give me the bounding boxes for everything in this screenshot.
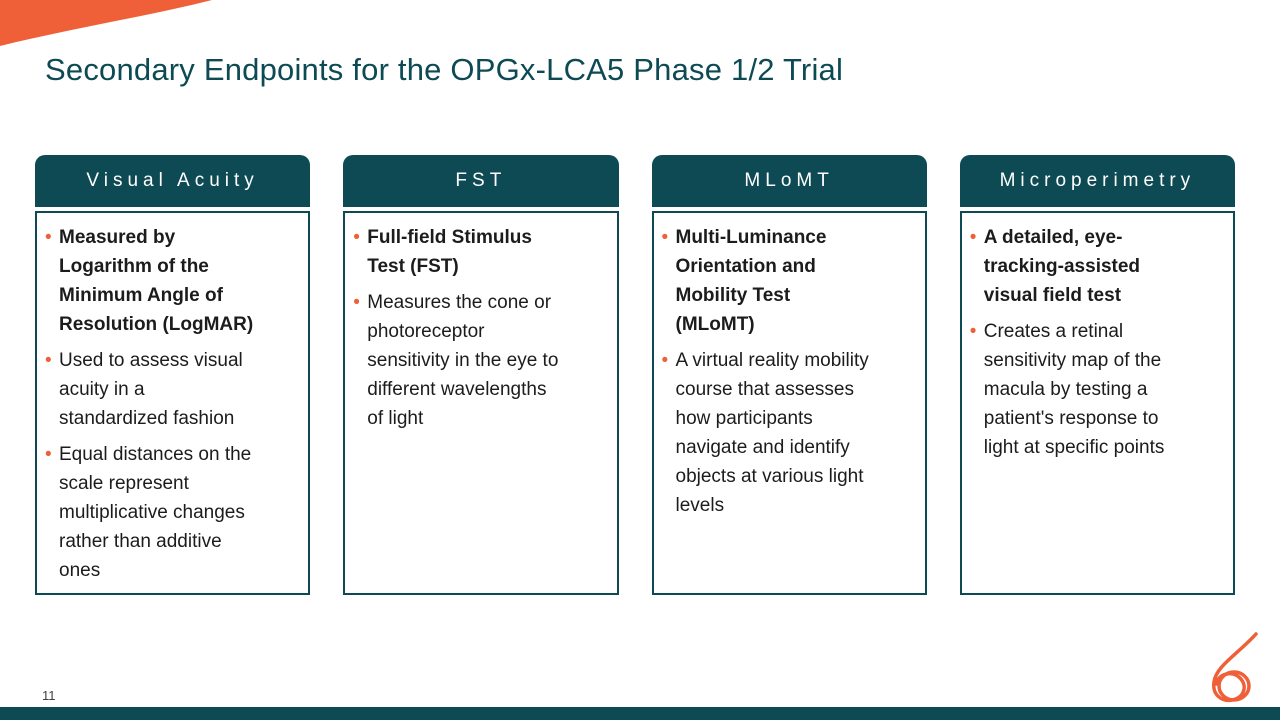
bullet-item: • Multi-Luminance Orientation and Mobili… — [662, 223, 919, 339]
card-header: Microperimetry — [959, 155, 1235, 207]
bullet-text: Multi-Luminance Orientation and Mobility… — [675, 227, 827, 335]
card-header-label: MLoMT — [744, 170, 834, 191]
bullet-dot-icon: • — [45, 350, 52, 371]
bullet-text: Creates a retinal sensitivity map of the… — [983, 321, 1165, 458]
bullet-dot-icon: • — [969, 321, 977, 342]
card-header-label: Microperimetry — [999, 170, 1196, 191]
bullet-dot-icon: • — [45, 444, 52, 465]
card-header: Visual Acuity — [35, 155, 311, 207]
bullet-text: Used to assess visual acuity in a standa… — [59, 350, 243, 429]
slide-title: Secondary Endpoints for the OPGx-LCA5 Ph… — [45, 52, 844, 87]
bullet-dot-icon: • — [45, 227, 52, 248]
bullet-text: Measures the cone or photoreceptor sensi… — [367, 292, 559, 429]
bullet-item: • A virtual reality mobility course that… — [662, 346, 919, 520]
bullet-item: • Creates a retinal sensitivity map of t… — [970, 317, 1227, 462]
bullet-item: • Measures the cone or photoreceptor sen… — [353, 288, 610, 433]
bullet-text: Equal distances on the scale represent m… — [59, 444, 252, 581]
bullet-dot-icon: • — [353, 292, 360, 313]
endpoint-card-visual-acuity: Visual Acuity • Measured by Logarithm of… — [35, 155, 311, 595]
card-header-label: Visual Acuity — [86, 170, 259, 191]
card-header: FST — [343, 155, 619, 207]
bullet-dot-icon: • — [969, 227, 977, 248]
bullet-item: • Full-field Stimulus Test (FST) — [353, 223, 610, 281]
corner-swoosh-shape — [0, 0, 212, 46]
card-body: • Measured by Logarithm of the Minimum A… — [35, 211, 311, 595]
footer-bar — [0, 707, 1280, 720]
bullet-item: • Measured by Logarithm of the Minimum A… — [45, 223, 302, 339]
endpoint-cards: Visual Acuity • Measured by Logarithm of… — [35, 155, 1235, 595]
bullet-dot-icon: • — [661, 227, 669, 248]
bullet-item: • A detailed, eye- tracking-assisted vis… — [970, 223, 1227, 310]
endpoint-card-fst: FST • Full-field Stimulus Test (FST) • M… — [343, 155, 619, 595]
bullet-item: • Used to assess visual acuity in a stan… — [45, 346, 302, 433]
bullet-text: A detailed, eye- tracking-assisted visua… — [983, 227, 1141, 306]
bullet-item: • Equal distances on the scale represent… — [45, 440, 302, 585]
bullet-text: Measured by Logarithm of the Minimum Ang… — [59, 227, 254, 335]
endpoint-card-microperimetry: Microperimetry • A detailed, eye- tracki… — [959, 155, 1235, 595]
card-header: MLoMT — [651, 155, 927, 207]
page-number: 11 — [42, 688, 56, 703]
card-body: • Multi-Luminance Orientation and Mobili… — [651, 211, 927, 595]
card-header-label: FST — [455, 170, 507, 191]
bullet-text: Full-field Stimulus Test (FST) — [367, 227, 532, 277]
bullet-dot-icon: • — [353, 227, 360, 248]
card-body: • A detailed, eye- tracking-assisted vis… — [959, 211, 1235, 595]
bullet-dot-icon: • — [661, 350, 669, 371]
endpoint-card-mlomt: MLoMT • Multi-Luminance Orientation and … — [651, 155, 927, 595]
card-body: • Full-field Stimulus Test (FST) • Measu… — [343, 211, 619, 595]
bullet-text: A virtual reality mobility course that a… — [675, 350, 869, 516]
company-logo-icon — [1212, 632, 1258, 703]
